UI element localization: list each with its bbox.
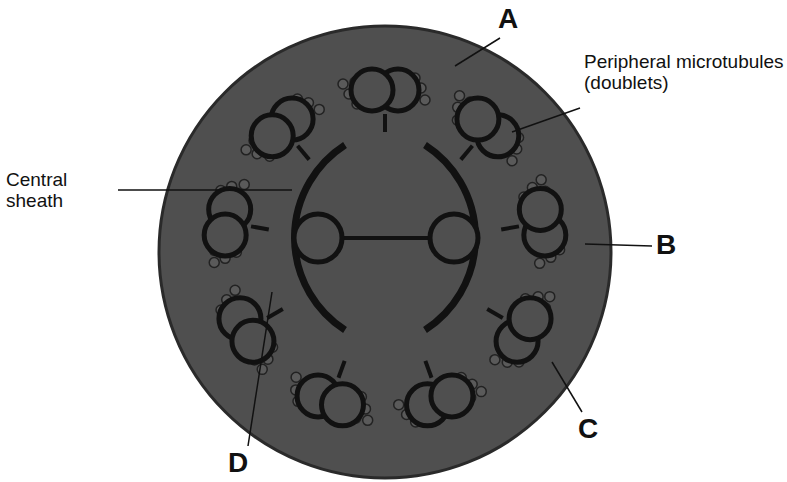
dynein-arm <box>536 175 546 185</box>
radial-spoke <box>425 361 431 378</box>
dynein-arm <box>535 258 545 268</box>
dynein-arm <box>507 156 517 166</box>
dynein-arm <box>363 415 373 425</box>
central-microtubule <box>294 214 342 262</box>
a-tubule <box>251 115 293 157</box>
radial-spoke <box>298 146 310 160</box>
leader-line <box>552 362 582 412</box>
dynein-arm <box>230 285 240 295</box>
part-label: Central sheath <box>6 170 116 212</box>
a-tubule <box>457 98 499 140</box>
leader-line <box>248 292 272 446</box>
callout-letter: B <box>656 230 696 261</box>
axoneme-outline <box>159 26 611 478</box>
a-tubule <box>519 188 561 230</box>
dynein-arm <box>420 95 430 105</box>
dynein-arm <box>455 91 465 101</box>
leader-line <box>118 189 292 191</box>
callout-letter: C <box>578 414 618 445</box>
radial-spoke <box>501 226 519 229</box>
callout-letter: D <box>228 448 268 479</box>
dynein-arm <box>490 355 500 365</box>
dynein-arm <box>476 387 486 397</box>
leader-line <box>585 244 652 246</box>
a-tubule <box>321 384 363 426</box>
dynein-arm <box>394 400 404 410</box>
dynein-arm <box>338 79 348 89</box>
dynein-arm <box>239 180 249 190</box>
part-label: Peripheral microtubules (doublets) <box>584 52 784 94</box>
radial-spoke <box>251 226 269 229</box>
radial-spoke <box>338 361 344 378</box>
leader-line <box>512 108 580 132</box>
a-tubule <box>204 214 246 256</box>
dynein-arm <box>291 372 301 382</box>
dynein-arm <box>209 258 219 268</box>
radial-spoke <box>487 309 503 318</box>
central-bridge <box>340 236 432 240</box>
central-microtubule <box>430 214 478 262</box>
leader-line <box>455 38 500 66</box>
dynein-arm <box>314 104 324 114</box>
doublet-ring <box>204 69 566 427</box>
a-tubule <box>431 375 473 417</box>
a-tubule <box>509 298 551 340</box>
dynein-arm <box>545 292 555 302</box>
a-tubule <box>232 320 274 362</box>
callout-letter: A <box>498 4 538 35</box>
dynein-arm <box>241 145 251 155</box>
central-sheath <box>295 145 345 330</box>
radial-spoke <box>383 114 387 132</box>
radial-spoke <box>461 146 473 160</box>
a-tubule <box>351 69 393 111</box>
